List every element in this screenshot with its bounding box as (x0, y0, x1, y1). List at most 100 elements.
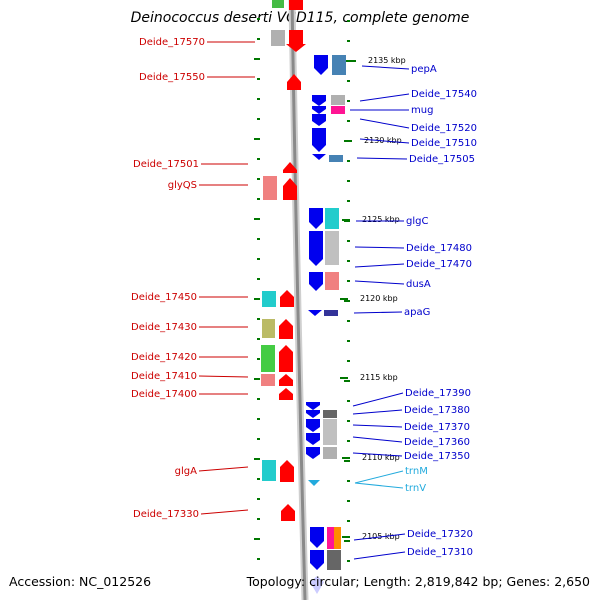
gene-box[interactable] (263, 176, 277, 200)
gene-arrow[interactable] (306, 402, 320, 410)
gene-box[interactable] (323, 447, 337, 459)
gene-box[interactable] (334, 527, 341, 549)
gene-arrow[interactable] (310, 576, 324, 594)
gene-arrow[interactable] (280, 460, 294, 482)
gene-box[interactable] (289, 0, 303, 10)
gene-box[interactable] (272, 0, 284, 8)
gene-arrow[interactable] (279, 319, 293, 339)
gene-box[interactable] (325, 231, 339, 265)
gene-arrow[interactable] (283, 162, 297, 173)
gene-label-right[interactable]: Deide_17350 (404, 451, 470, 462)
gene-box[interactable] (261, 374, 275, 386)
gene-label-right[interactable]: Deide_17390 (405, 388, 471, 399)
gene-box[interactable] (327, 527, 334, 549)
gene-label-right[interactable]: Deide_17520 (411, 123, 477, 134)
tick-mark (347, 160, 350, 162)
gene-label-right[interactable]: Deide_17480 (406, 243, 472, 254)
gene-label-right[interactable]: mug (411, 105, 433, 116)
tick-mark (257, 478, 260, 480)
gene-box[interactable] (331, 106, 345, 114)
kbp-tick (344, 140, 352, 142)
gene-label-right[interactable]: Deide_17360 (404, 437, 470, 448)
gene-arrow[interactable] (310, 550, 324, 570)
gene-label-right[interactable]: Deide_17320 (407, 529, 473, 540)
gene-arrow[interactable] (279, 374, 293, 386)
gene-label-left[interactable]: Deide_17330 (133, 509, 199, 520)
gene-label-left[interactable]: Deide_17550 (139, 72, 205, 83)
gene-label-right[interactable]: glgC (406, 216, 428, 227)
gene-arrow[interactable] (286, 30, 306, 52)
gene-box[interactable] (323, 419, 337, 445)
gene-arrow[interactable] (280, 290, 294, 307)
gene-label-left[interactable]: Deide_17400 (131, 389, 197, 400)
gene-box[interactable] (324, 310, 338, 316)
gene-arrow[interactable] (287, 74, 301, 90)
gene-arrow[interactable] (306, 419, 320, 432)
gene-label-right[interactable]: dusA (406, 279, 431, 290)
gene-label-left[interactable]: Deide_17450 (131, 292, 197, 303)
trna-label[interactable]: trnV (405, 483, 426, 494)
tick-mark (257, 498, 260, 500)
kbp-label: 2115 kbp (360, 373, 398, 382)
gene-label-right[interactable]: Deide_17380 (404, 405, 470, 416)
gene-label-right[interactable]: apaG (404, 307, 430, 318)
gene-arrow[interactable] (308, 480, 320, 486)
gene-box[interactable] (327, 550, 341, 570)
gene-label-left[interactable]: Deide_17430 (131, 322, 197, 333)
left-tick-column (254, 18, 260, 560)
gene-label-right[interactable]: pepA (411, 64, 437, 75)
gene-arrow[interactable] (309, 231, 323, 266)
gene-arrow[interactable] (283, 178, 297, 200)
gene-arrow[interactable] (312, 95, 326, 106)
trna-label[interactable]: trnM (405, 466, 428, 477)
gene-arrow[interactable] (279, 388, 293, 400)
label-connector (352, 392, 404, 407)
gene-box[interactable] (332, 55, 346, 75)
gene-arrow[interactable] (310, 527, 324, 548)
gene-label-right[interactable]: Deide_17310 (407, 547, 473, 558)
gene-box[interactable] (262, 460, 276, 481)
gene-arrow[interactable] (312, 128, 326, 152)
gene-arrow[interactable] (309, 272, 323, 291)
gene-label-left[interactable]: glgA (175, 466, 197, 477)
gene-box[interactable] (331, 95, 345, 105)
gene-arrow[interactable] (309, 208, 323, 229)
gene-box[interactable] (325, 208, 339, 229)
gene-arrow[interactable] (306, 410, 320, 418)
gene-label-left[interactable]: Deide_17501 (133, 159, 199, 170)
gene-box[interactable] (271, 30, 285, 46)
gene-box[interactable] (323, 410, 337, 418)
gene-label-right[interactable]: Deide_17505 (409, 154, 475, 165)
gene-arrow[interactable] (314, 55, 328, 75)
gene-arrow[interactable] (312, 154, 326, 160)
gene-box[interactable] (261, 345, 275, 372)
label-connector (352, 452, 403, 457)
label-connectors (198, 41, 410, 560)
gene-box[interactable] (325, 272, 339, 290)
gene-arrow[interactable] (306, 447, 320, 459)
gene-label-left[interactable]: Deide_17420 (131, 352, 197, 363)
gene-arrow[interactable] (312, 114, 326, 126)
gene-label-right[interactable]: Deide_17540 (411, 89, 477, 100)
gene-arrow[interactable] (306, 433, 320, 445)
label-connector (354, 482, 404, 489)
gene-box[interactable] (329, 155, 343, 162)
gene-label-right[interactable]: Deide_17470 (406, 259, 472, 270)
gene-arrow[interactable] (312, 106, 326, 114)
gene-arrow[interactable] (281, 504, 295, 521)
tick-mark (347, 100, 350, 102)
label-connector (352, 409, 403, 415)
tick-mark (344, 60, 350, 62)
gene-label-left[interactable]: Deide_17410 (131, 371, 197, 382)
gene-label-right[interactable]: Deide_17510 (411, 138, 477, 149)
gene-label-right[interactable]: Deide_17370 (404, 422, 470, 433)
gene-arrow[interactable] (279, 345, 293, 372)
gene-box[interactable] (262, 319, 275, 338)
gene-label-left[interactable]: Deide_17570 (139, 37, 205, 48)
gene-label-left[interactable]: glyQS (168, 180, 197, 191)
gene-arrow[interactable] (308, 310, 322, 316)
tick-mark (347, 560, 350, 562)
gene-box[interactable] (262, 291, 276, 307)
